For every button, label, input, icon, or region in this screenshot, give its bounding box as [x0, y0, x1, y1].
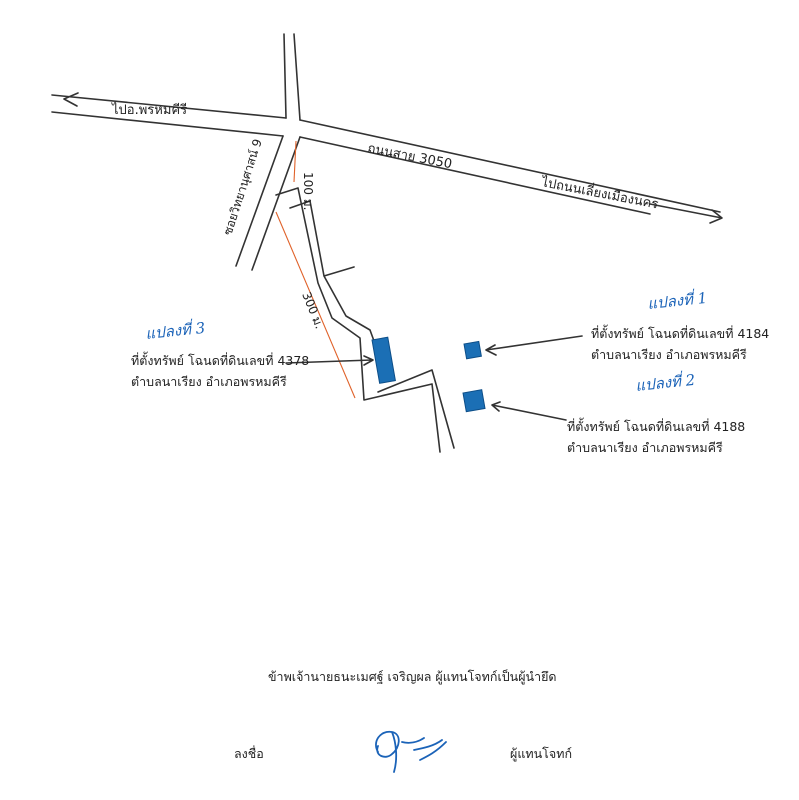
road-label-to-bypass: ไปถนนเลี่ยงเมืองนคร [539, 173, 660, 213]
north-road-left-edge [283, 33, 287, 119]
plot-2-parcel [462, 389, 486, 413]
road-3050-lower-edge [51, 111, 651, 215]
declaration-text: ข้าพเจ้านายธนะเมศฐ์ เจริญผล ผู้แทนโจทก์เ… [268, 669, 557, 684]
plot-1-label: ที่ตั้งทรัพย์ โฉนดที่ดินเลขที่ 4184 ตำบล… [591, 323, 769, 365]
plot-3-parcel [371, 336, 396, 384]
arrow-plot-1-icon [485, 335, 583, 356]
plot-1-parcel [463, 340, 482, 360]
plot-1-line1: ที่ตั้งทรัพย์ โฉนดที่ดินเลขที่ 4184 [591, 326, 770, 341]
distance-label-100m: 100 ม. [301, 172, 315, 210]
lane-left-edge [275, 187, 441, 453]
signature-icon [375, 730, 447, 773]
plot-2-line2: ตำบลนาเรียง อำเภอพรหมคีรี [567, 440, 723, 455]
plot-2-label: ที่ตั้งทรัพย์ โฉนดที่ดินเลขที่ 4188 ตำบล… [567, 416, 745, 458]
distance-line-300m [275, 211, 356, 399]
plot-1-title: แปลงที่ 1 [646, 287, 708, 313]
sign-label: ลงชื่อ [234, 746, 264, 761]
plot-3-label: ที่ตั้งทรัพย์ โฉนดที่ดินเลขที่ 4378 ตำบล… [131, 350, 309, 392]
plot-3-line1: ที่ตั้งทรัพย์ โฉนดที่ดินเลขที่ 4378 [131, 353, 310, 368]
plot-1-line2: ตำบลนาเรียง อำเภอพรหมคีรี [591, 347, 747, 362]
soi-right-edge [251, 136, 301, 271]
plot-3-line2: ตำบลนาเรียง อำเภอพรหมคีรี [131, 374, 287, 389]
plot-2-title: แปลงที่ 2 [634, 369, 696, 395]
arrow-plot-3-icon [285, 355, 374, 366]
plot-3-title: แปลงที่ 3 [144, 317, 206, 343]
soi-left-edge [235, 135, 284, 267]
arrow-left-icon [63, 92, 79, 107]
road-label-3050: ถนนสาย 3050 [366, 141, 453, 172]
distance-line-100m [293, 140, 297, 183]
arrow-right-icon [649, 203, 723, 224]
road-label-to-phrom-khiri: ไปอ.พรหมคีรี [111, 102, 187, 118]
road-3050-upper-edge [51, 94, 721, 213]
soi-name-label: ซอยวิทยานุศาสน์ 9 [221, 137, 266, 237]
north-road-right-edge [293, 33, 301, 121]
arrow-plot-2-icon [491, 401, 567, 421]
plot-2-line1: ที่ตั้งทรัพย์ โฉนดที่ดินเลขที่ 4188 [567, 419, 746, 434]
representative-label: ผู้แทนโจทก์ [510, 746, 573, 761]
